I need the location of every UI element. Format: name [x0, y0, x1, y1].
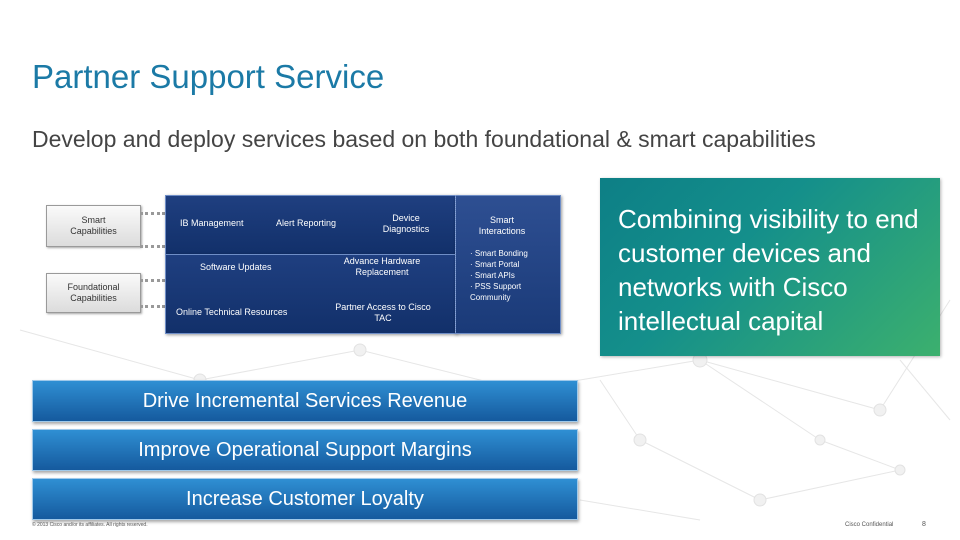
outcome-bar-revenue: Drive Incremental Services Revenue	[32, 380, 578, 422]
cap-alert-reporting: Alert Reporting	[276, 218, 337, 228]
outcome-bar-margins: Improve Operational Support Margins	[32, 429, 578, 471]
highlight-panel: Combining visibility to end customer dev…	[600, 178, 940, 356]
page-subtitle: Develop and deploy services based on bot…	[32, 126, 816, 152]
cap-ib-management: IB Management	[180, 218, 244, 228]
cap-device-diagnostics: Device Diagnostics	[382, 213, 430, 234]
cap-software-updates: Software Updates	[200, 262, 272, 272]
smart-capabilities-text: Smart Capabilities	[70, 215, 117, 236]
list-item: · PSS Support	[470, 282, 522, 291]
cap-online-technical-resources: Online Technical Resources	[176, 307, 288, 317]
list-item: · Smart Portal	[470, 260, 520, 269]
smart-interactions-list: · Smart Bonding · Smart Portal · Smart A…	[470, 248, 528, 303]
smart-interactions-header: Smart Interactions	[478, 215, 526, 236]
footer-confidential: Cisco Confidential	[845, 522, 894, 528]
list-item: Community	[470, 293, 511, 302]
outcome-bar-loyalty: Increase Customer Loyalty	[32, 478, 578, 520]
page-number: 8	[922, 521, 926, 528]
page-title: Partner Support Service	[32, 58, 385, 95]
footer-copyright: © 2013 Cisco and/or its affiliates. All …	[32, 522, 148, 528]
list-item: · Smart Bonding	[470, 249, 528, 258]
foundational-connector-lower	[140, 305, 165, 308]
smart-connector-lower	[140, 245, 165, 248]
smart-connector	[140, 212, 165, 215]
list-item: · Smart APIs	[470, 271, 515, 280]
cap-advance-hardware-replacement: Advance Hardware Replacement	[343, 256, 421, 277]
cap-partner-access-tac: Partner Access to Cisco TAC	[335, 302, 431, 323]
foundational-capabilities-text: Foundational Capabilities	[67, 282, 120, 303]
smart-interactions-block	[455, 195, 561, 334]
highlight-text: Combining visibility to end customer dev…	[618, 204, 919, 336]
foundational-connector	[140, 279, 165, 282]
foundational-capabilities-label: Foundational Capabilities	[46, 273, 141, 313]
block-separator	[455, 195, 456, 332]
smart-capabilities-label: Smart Capabilities	[46, 205, 141, 247]
